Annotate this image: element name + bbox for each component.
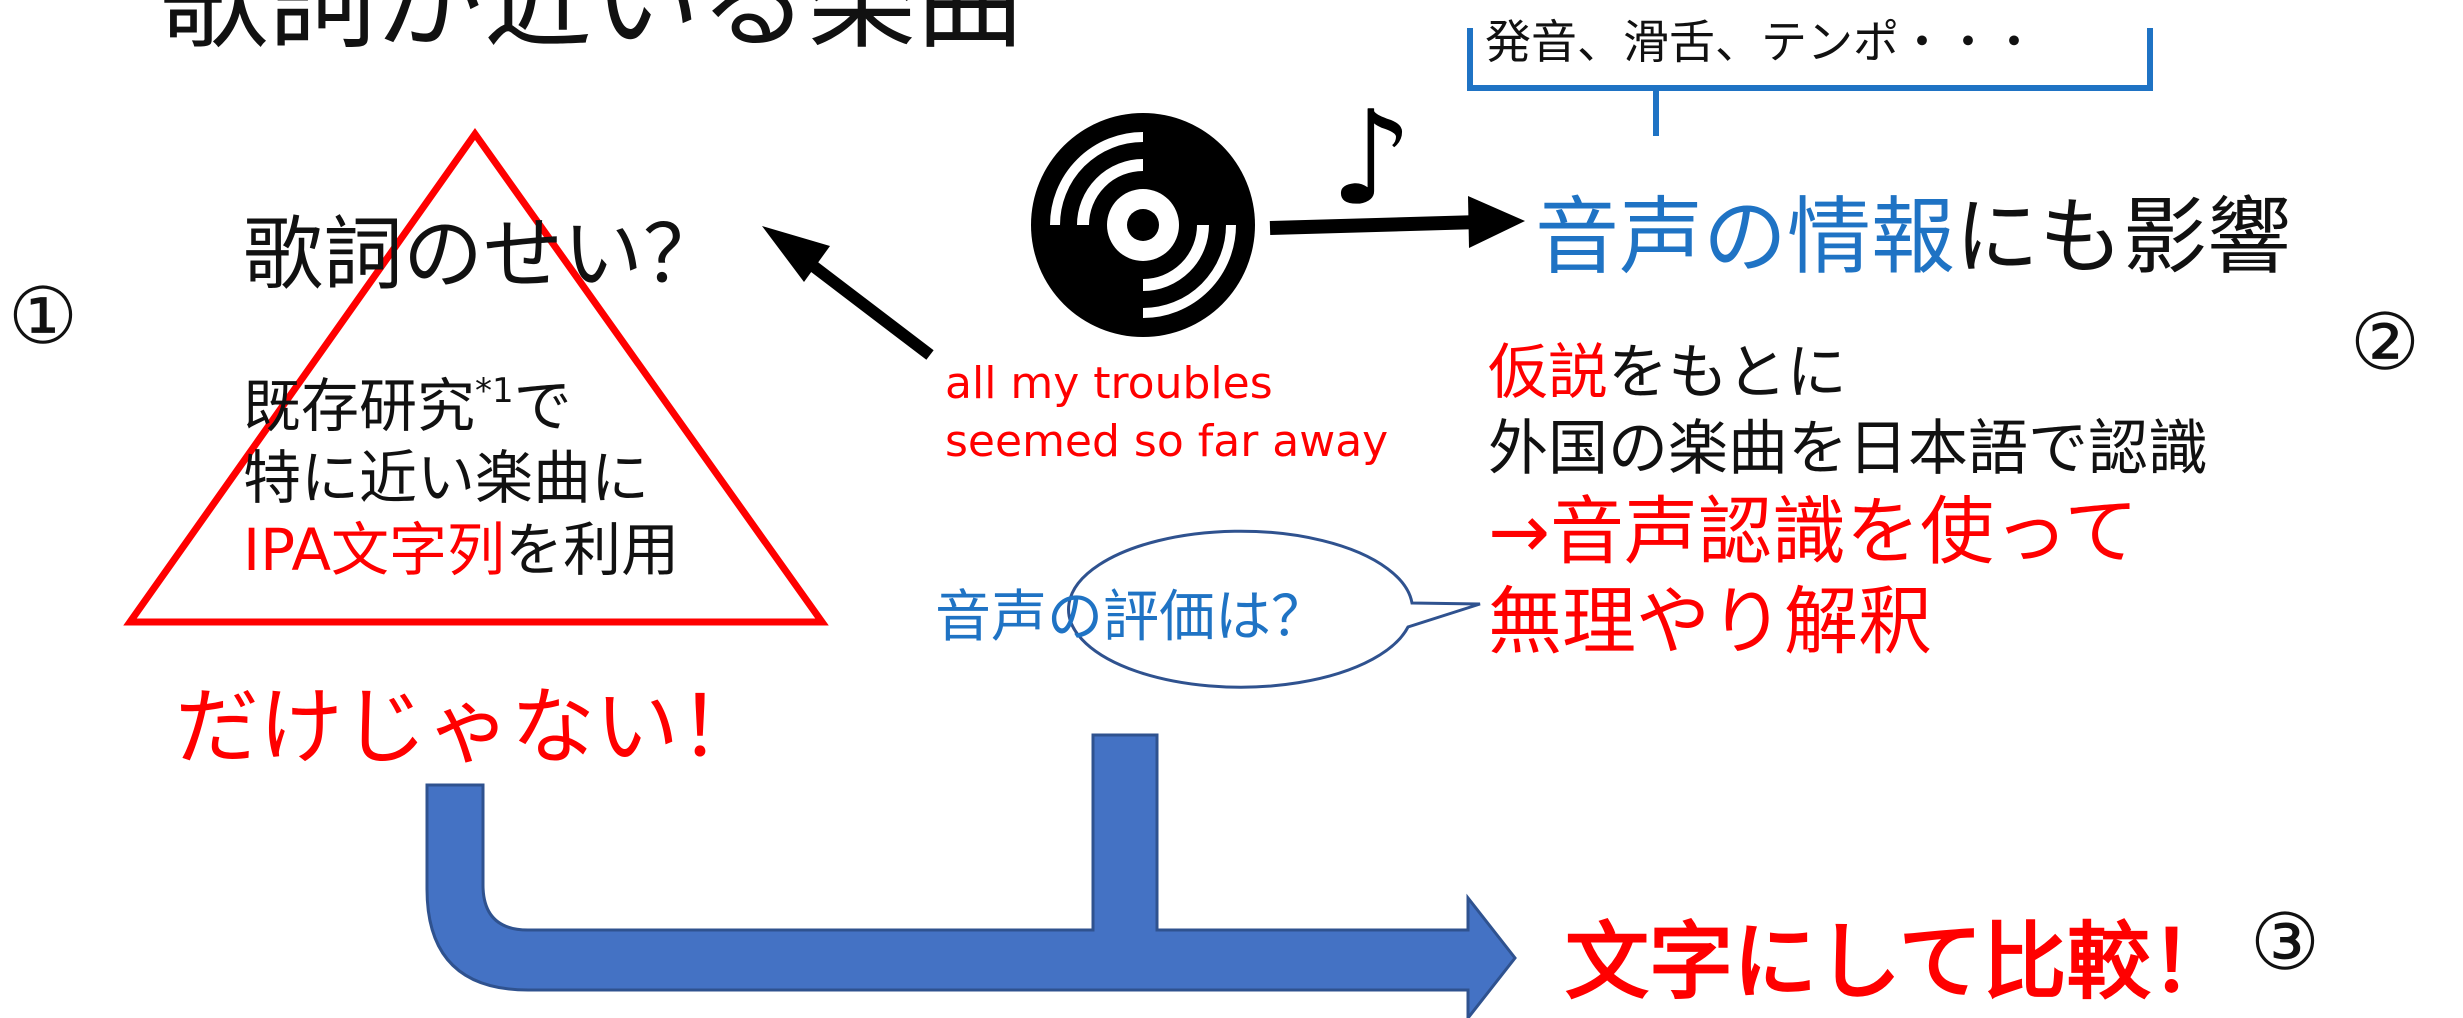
blue-brace <box>1467 28 2153 136</box>
ipa-triangle <box>123 127 829 626</box>
existing-line2: 特に近い楽曲に <box>243 444 650 512</box>
existing-research-text: 既存研究*1で 特に近い楽曲に IPA文字列を利用 <box>243 370 679 586</box>
voice-info-highlight: 音声の情報 <box>1535 188 1956 286</box>
hypothesis-text: 仮説をもとに 外国の楽曲を日本語で認識 →音声認識を使って 無理やり解釈 <box>1488 335 2208 667</box>
existing-line1: 既存研究 <box>243 372 476 440</box>
conclusion-label: 文字にして比較！ <box>1565 913 2235 1011</box>
hypothesis-line4: 無理やり解釈 <box>1488 579 1932 665</box>
hypothesis-line1-rest: をもとに <box>1608 338 1847 408</box>
arrow-to-voice <box>1269 196 1525 248</box>
ipa-highlight: IPA文字列 <box>243 516 506 584</box>
existing-line3-rest: を利用 <box>505 516 680 584</box>
lyric-sample: all my troubles seemed so far away <box>945 355 1388 471</box>
circled-number-1: ① <box>8 272 78 362</box>
voice-info-label: 音声の情報にも影響 <box>1535 170 2291 291</box>
arrow-to-lyrics <box>762 226 934 360</box>
circled-number-3: ③ <box>2250 898 2320 988</box>
brace-annotation: 発音、滑舌、テンポ・・・ <box>1485 15 2037 69</box>
eighth-note-icon: ♪ <box>1330 82 1413 234</box>
circled-number-2: ② <box>2350 298 2420 388</box>
existing-line1-end: で <box>513 372 572 440</box>
lyrics-question: 歌詞のせい？ <box>243 208 723 301</box>
page-title: 歌詞が近いる楽曲 <box>160 0 1025 64</box>
vinyl-record-icon <box>1031 113 1255 337</box>
not-only-label: だけじゃない！ <box>175 678 764 776</box>
hypothesis-line3: →音声認識を使って <box>1488 489 2139 575</box>
hypothesis-line2: 外国の楽曲を日本語で認識 <box>1488 414 2208 484</box>
bubble-text: 音声の評価は？ <box>935 585 1327 650</box>
footnote-marker: *1 <box>475 371 514 411</box>
voice-info-rest: にも影響 <box>1955 188 2292 286</box>
lyric-line-1: all my troubles <box>945 358 1273 409</box>
speech-bubble <box>1067 529 1481 689</box>
merge-arrow <box>425 733 1517 1018</box>
hypothesis-highlight: 仮説 <box>1488 338 1608 408</box>
lyric-line-2: seemed so far away <box>945 416 1389 467</box>
